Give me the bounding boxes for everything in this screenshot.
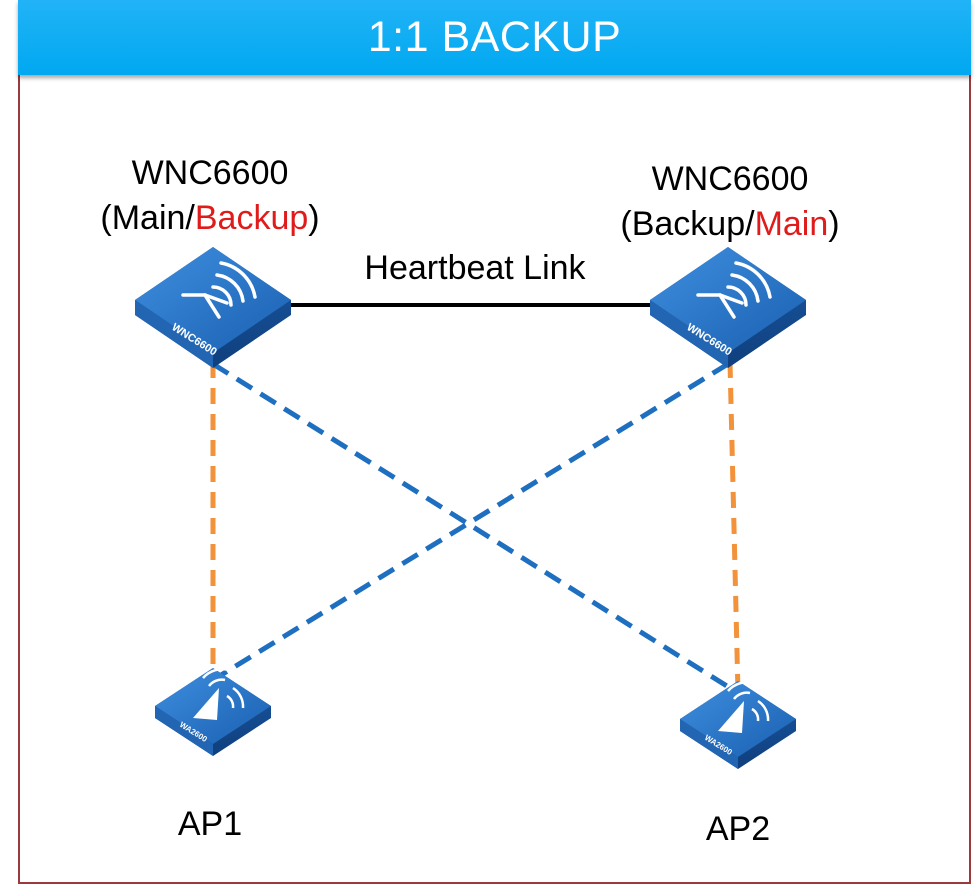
backup-link-controller2-ap1: [211, 361, 730, 683]
ap2-name: AP2: [705, 810, 771, 848]
controller-1-role-prefix: (Main/: [100, 199, 195, 237]
controller-1-role-highlight: Backup: [194, 199, 309, 237]
controller-1-role-suffix: ): [308, 199, 320, 237]
access-point-icon: [718, 680, 770, 733]
wireless-controller-icon: [696, 261, 772, 319]
ap1-name: AP1: [177, 805, 243, 843]
diagram-frame: [18, 0, 971, 884]
controller-2-role-highlight: Main: [754, 205, 829, 243]
heartbeat-link-label: Heartbeat Link: [364, 249, 586, 287]
controller-2-role-suffix: ): [828, 205, 840, 243]
diagram-title: 1:1 BACKUP: [18, 0, 971, 75]
controller-1-device: WNC6600: [135, 247, 291, 368]
controller-1-name: WNC6600: [131, 154, 289, 192]
access-point-icon: [193, 667, 245, 720]
backup-link-controller1-ap2: [211, 361, 740, 696]
controller-1-role: (Main/Backup): [60, 198, 360, 239]
ap1-device: WA2600: [155, 667, 271, 756]
controller-2-role-prefix: (Backup/: [620, 205, 755, 243]
controller-2-name: WNC6600: [651, 160, 809, 198]
controller-2-device: WNC6600: [650, 247, 806, 368]
ap2-device: WA2600: [680, 680, 796, 769]
controller-2-role: (Backup/Main): [580, 204, 880, 245]
wireless-controller-icon: [181, 261, 257, 319]
primary-link-ap2-controller2: [727, 361, 741, 694]
